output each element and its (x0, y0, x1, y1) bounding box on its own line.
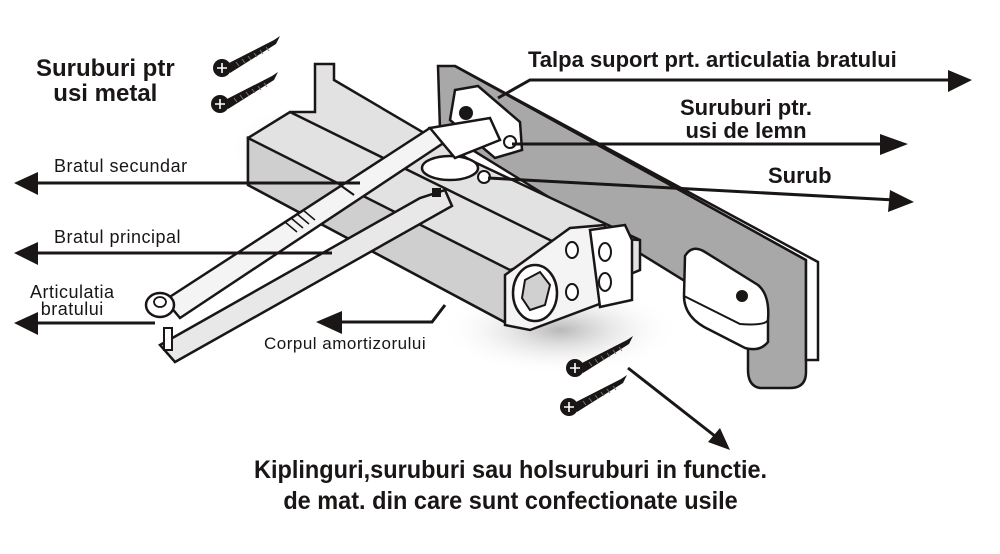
label-surub: Surub (768, 163, 832, 188)
label-bratul-secundar: Bratul secundar (54, 156, 188, 176)
main-arm (158, 188, 454, 364)
lower-bracket (682, 247, 770, 351)
label-talpa: Talpa suport prt. articulatia bratului (528, 47, 897, 72)
arrow-talpa (497, 78, 948, 100)
label-screws-metal-line2: usi metal (53, 80, 158, 108)
arrow-fasteners (627, 366, 721, 442)
label-articulatia-line1: Articulatia (30, 282, 115, 302)
label-corpul: Corpul amortizorului (264, 334, 427, 353)
leader-arrows (14, 70, 972, 450)
label-bottom-note-line2: de mat. din care sunt confectionate usil… (283, 487, 738, 516)
screw-icon (212, 35, 281, 78)
screw-icon (210, 71, 279, 114)
label-screws-wood-line1: Suruburi ptr. (680, 95, 812, 120)
label-bottom-note: Kiplinguri,suruburi sau holsuruburi in f… (254, 455, 767, 518)
label-bratul-principal: Bratul principal (54, 227, 182, 247)
label-screws-wood: Suruburi ptr. usi de lemn (680, 96, 812, 142)
label-articulatia-line2: bratului (40, 299, 104, 320)
arrow-corpul (335, 304, 447, 324)
secondary-arm (163, 116, 502, 320)
screw-icon (559, 374, 628, 417)
label-articulatia: Articulatia bratului (30, 282, 115, 320)
label-screws-wood-line2: usi de lemn (685, 118, 807, 144)
arrow-surub (487, 176, 896, 202)
label-screws-metal-line1: Suruburi ptr (36, 55, 175, 82)
label-bottom-note-line1: Kiplinguri,suruburi sau holsuruburi in f… (254, 456, 768, 484)
arm-joint (144, 291, 176, 351)
label-screws-metal: Suruburi ptr usi metal (36, 55, 175, 108)
